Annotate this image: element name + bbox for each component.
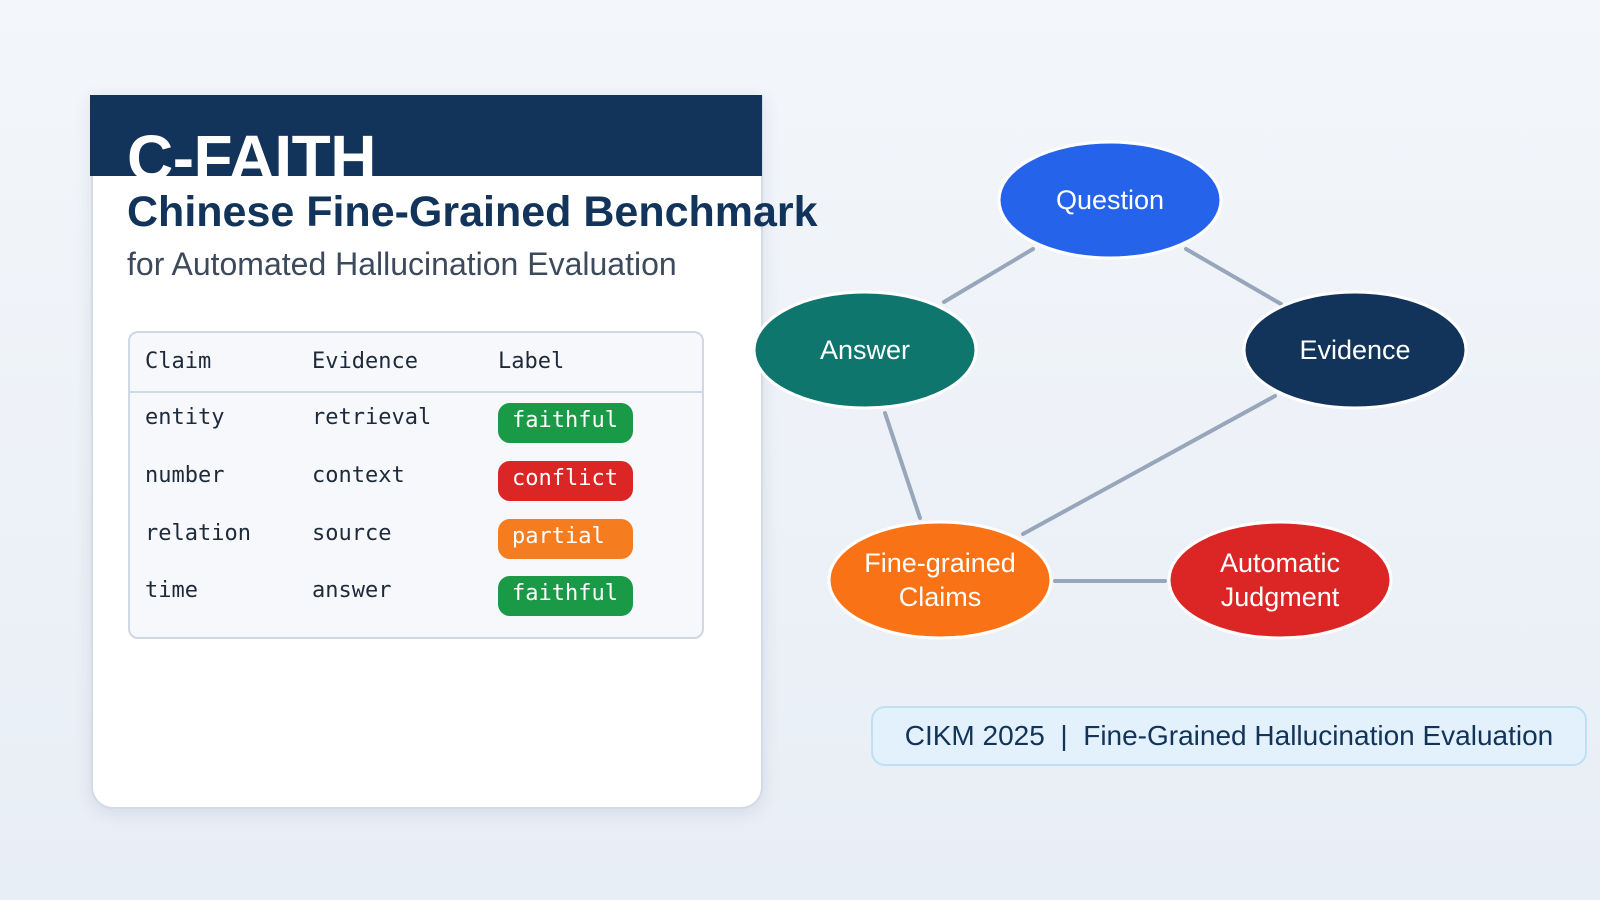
node-judgment: Automatic Judgment bbox=[1167, 520, 1393, 640]
table-header: Claim Evidence Label bbox=[130, 333, 702, 393]
claims-table: Claim Evidence Label entity retrieval fa… bbox=[128, 331, 704, 639]
tagline: for Automated Hallucination Evaluation bbox=[127, 246, 677, 282]
claim-cell: relation bbox=[145, 521, 251, 546]
node-claims: Fine-grained Claims bbox=[827, 520, 1053, 640]
page-title: C-FAITH bbox=[127, 122, 376, 176]
node-label-claims-line1: Fine-grained bbox=[864, 548, 1016, 578]
node-label-question: Question bbox=[1056, 185, 1164, 215]
card-header-bar bbox=[90, 95, 762, 176]
evidence-cell: answer bbox=[312, 578, 392, 603]
label-badge: faithful bbox=[498, 403, 633, 443]
node-label-answer: Answer bbox=[820, 335, 910, 365]
footer-caption: CIKM 2025 | Fine-Grained Hallucination E… bbox=[871, 706, 1587, 766]
label-badge: partial bbox=[498, 519, 633, 559]
node-answer: Answer bbox=[752, 290, 978, 410]
node-label-judgment-line1: Automatic bbox=[1220, 548, 1340, 578]
edge-question-answer bbox=[942, 247, 1035, 304]
subtitle: Chinese Fine-Grained Benchmark bbox=[127, 188, 818, 236]
node-question: Question bbox=[997, 140, 1223, 260]
claim-cell: time bbox=[145, 578, 198, 603]
column-header-evidence: Evidence bbox=[312, 349, 418, 374]
column-header-label: Label bbox=[498, 349, 565, 374]
node-label-claims-line2: Claims bbox=[899, 582, 982, 612]
edge-question-evidence bbox=[1184, 247, 1283, 306]
diagram-edges bbox=[883, 247, 1283, 583]
label-badge: faithful bbox=[498, 576, 633, 616]
evidence-cell: retrieval bbox=[312, 405, 432, 430]
node-evidence: Evidence bbox=[1242, 290, 1468, 410]
node-label-judgment-line2: Judgment bbox=[1221, 582, 1340, 612]
evidence-cell: context bbox=[312, 463, 405, 488]
edge-evidence-claims bbox=[1021, 394, 1277, 536]
evidence-cell: source bbox=[312, 521, 392, 546]
edge-answer-claims bbox=[883, 411, 922, 520]
claim-cell: number bbox=[145, 463, 225, 488]
column-header-claim: Claim bbox=[145, 349, 212, 374]
label-badge: conflict bbox=[498, 461, 633, 501]
claim-cell: entity bbox=[145, 405, 225, 430]
node-label-evidence: Evidence bbox=[1299, 335, 1410, 365]
